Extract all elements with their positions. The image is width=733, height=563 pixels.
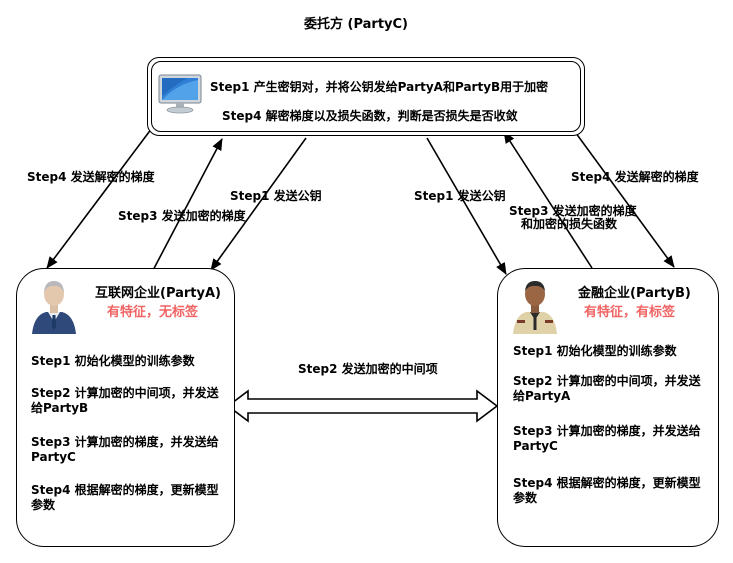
party-a-step3-line1: Step3 计算加密的梯度，并发送给 <box>31 435 219 449</box>
party-a-step3-line2: PartyC <box>31 450 76 464</box>
party-b-step2-line2: 给PartyA <box>513 389 571 403</box>
arrow-right-step1 <box>426 137 507 275</box>
party-a-tag: 有特征，无标签 <box>107 305 199 320</box>
client-box-inner <box>151 61 581 132</box>
edge-label-middle-step2: Step2 发送加密的中间项 <box>298 362 438 376</box>
arrow-left-step3 <box>149 138 223 277</box>
arrow-right-step3 <box>503 131 593 269</box>
party-a-step4-line1: Step4 根据解密的梯度，更新模型 <box>31 483 219 497</box>
party-a-step2-line2: 给PartyB <box>31 401 89 415</box>
double-arrow-step2 <box>226 389 499 423</box>
party-b-step2-line1: Step2 计算加密的中间项，并发送 <box>513 374 701 388</box>
security-guard-avatar-icon <box>511 276 559 334</box>
edge-label-right-step4: Step4 发送解密的梯度 <box>571 170 699 184</box>
party-a-step4-line2: 参数 <box>31 498 56 512</box>
party-b-title: 金融企业(PartyB) <box>578 286 691 301</box>
party-b-step4-line1: Step4 根据解密的梯度，更新模型 <box>513 476 701 490</box>
party-a-step2-line1: Step2 计算加密的中间项，并发送 <box>31 386 219 400</box>
arrow-right-step4 <box>569 124 675 268</box>
party-b-step3-line1: Step3 计算加密的梯度，并发送给 <box>513 424 701 438</box>
arrow-left-step1 <box>210 137 307 271</box>
client-title: 委托方 (PartyC) <box>304 17 409 32</box>
arrow-left-step4 <box>46 127 153 269</box>
businessman-avatar-icon <box>30 277 78 334</box>
party-b-tag: 有特征，有标签 <box>584 305 676 320</box>
party-b-step1: Step1 初始化模型的训练参数 <box>513 344 677 358</box>
edge-label-left-step3: Step3 发送加密的梯度 <box>118 209 246 223</box>
edge-label-right-step1: Step1 发送公钥 <box>414 189 506 203</box>
party-b-step3-line2: PartyC <box>513 439 558 453</box>
edge-label-right-step3-line1: Step3 发送加密的梯度 <box>509 204 637 218</box>
client-box <box>147 57 585 136</box>
edge-label-left-step4: Step4 发送解密的梯度 <box>27 170 155 184</box>
edge-label-left-step1: Step1 发送公钥 <box>230 189 322 203</box>
edge-label-right-step3-line2: 和加密的损失函数 <box>521 217 618 231</box>
party-a-step1: Step1 初始化模型的训练参数 <box>31 354 195 368</box>
client-step4: Step4 解密梯度以及损失函数，判断是否损失是否收敛 <box>222 109 518 123</box>
party-a-title: 互联网企业(PartyA) <box>95 286 221 301</box>
monitor-icon <box>157 74 203 114</box>
client-step1: Step1 产生密钥对，并将公钥发给PartyA和PartyB用于加密 <box>210 80 549 94</box>
party-a-box <box>16 268 235 547</box>
party-b-step4-line2: 参数 <box>513 491 538 505</box>
